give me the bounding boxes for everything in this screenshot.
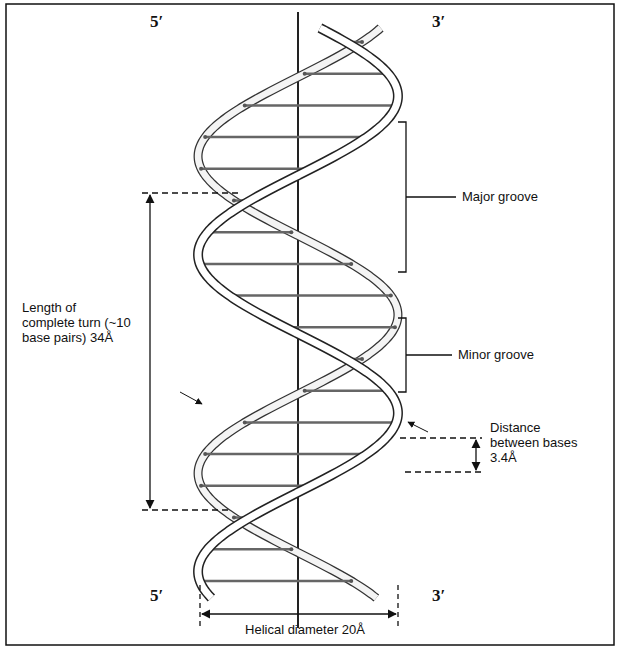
base-pair [208,231,292,234]
base-pair [229,294,391,297]
direction-arrow [408,422,428,432]
base-pair [205,136,367,139]
phosphate-dot [389,294,393,298]
phosphate-dot [289,547,293,551]
dimension-line [142,509,228,510]
dimension-label: Helical diameter 20Å [220,622,390,637]
direction-arrow [180,392,202,404]
base-pair [200,580,352,583]
phosphate-dot [349,262,353,266]
end-label: 3′ [432,14,462,29]
phosphate-dot [360,357,364,361]
strand-outline [198,28,398,598]
groove-label: Minor groove [458,347,578,362]
dimension-arrow [475,440,476,470]
dimension-line [397,585,398,630]
phosphate-dot [349,579,353,583]
dimension-line [142,192,238,193]
strand [198,28,398,598]
base-pair [245,104,397,107]
phosphate-dot [203,452,207,456]
base-pair [285,326,395,329]
phosphate-dot [303,389,307,393]
dimension-label: Distance between bases 3.4Å [490,420,582,465]
phosphate-dot [360,40,364,44]
dimension-line [199,585,200,630]
base-pair [305,72,389,75]
phosphate-dot [243,103,247,107]
phosphate-dot [243,420,247,424]
base-pair [205,453,367,456]
base-pair [201,485,311,488]
base-pair [305,389,389,392]
base-pair [201,168,311,171]
end-label: 5′ [150,588,180,603]
dimension-arrow [202,613,396,614]
strand-outline [198,28,398,598]
groove-bracket [398,122,456,272]
strand [198,28,398,598]
phosphate-dot [199,167,203,171]
base-pair [245,421,397,424]
end-label: 5′ [150,14,180,29]
phosphate-dot [393,325,397,329]
dimension-line [400,437,482,438]
groove-label: Major groove [462,189,582,204]
frame [6,4,614,645]
dimension-line [405,471,482,472]
phosphate-dot [232,516,236,520]
phosphate-dot [203,135,207,139]
end-label: 3′ [432,588,462,603]
phosphate-dot [232,199,236,203]
groove-bracket [398,318,452,392]
phosphate-dot [289,230,293,234]
base-pair [200,263,352,266]
base-pair [208,548,292,551]
phosphate-dot [303,72,307,76]
dimension-arrow [149,195,150,508]
phosphate-dot [199,484,203,488]
dimension-label: Length of complete turn (~10 base pairs)… [22,300,132,345]
